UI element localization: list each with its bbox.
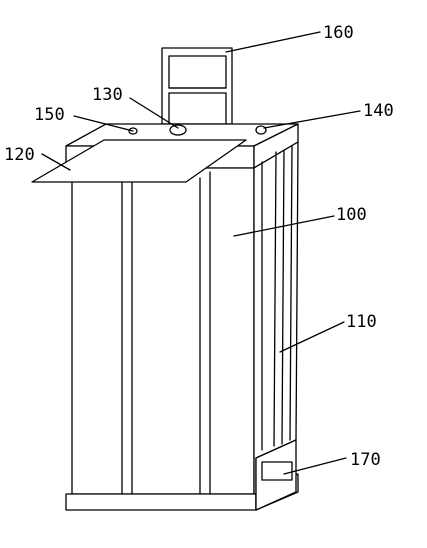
label-160: 160 xyxy=(323,23,354,43)
label-150: 150 xyxy=(34,105,65,125)
side-rail-c xyxy=(281,149,285,445)
label-170: 170 xyxy=(350,450,381,470)
top-frame xyxy=(161,47,233,125)
leader-160 xyxy=(225,31,321,53)
leader-150 xyxy=(73,115,134,132)
bottom-box xyxy=(255,439,297,511)
front-face xyxy=(71,167,255,495)
base-front xyxy=(65,493,257,511)
label-140: 140 xyxy=(363,101,394,121)
label-130: 130 xyxy=(92,85,123,105)
side-rail-d xyxy=(289,145,293,441)
leader-140 xyxy=(263,110,361,129)
leader-130 xyxy=(129,97,179,129)
top-frame-outer xyxy=(161,47,233,125)
leader-120 xyxy=(41,153,71,171)
side-rail-b xyxy=(273,151,277,447)
label-100: 100 xyxy=(336,205,367,225)
leader-100 xyxy=(233,215,335,237)
label-110: 110 xyxy=(346,312,377,332)
bottom-box-panel xyxy=(261,461,293,481)
leader-110 xyxy=(279,321,345,353)
leader-170 xyxy=(283,457,347,475)
tray-plate xyxy=(31,139,247,183)
label-120: 120 xyxy=(4,145,35,165)
button-130 xyxy=(169,124,187,136)
button-140 xyxy=(255,125,267,135)
